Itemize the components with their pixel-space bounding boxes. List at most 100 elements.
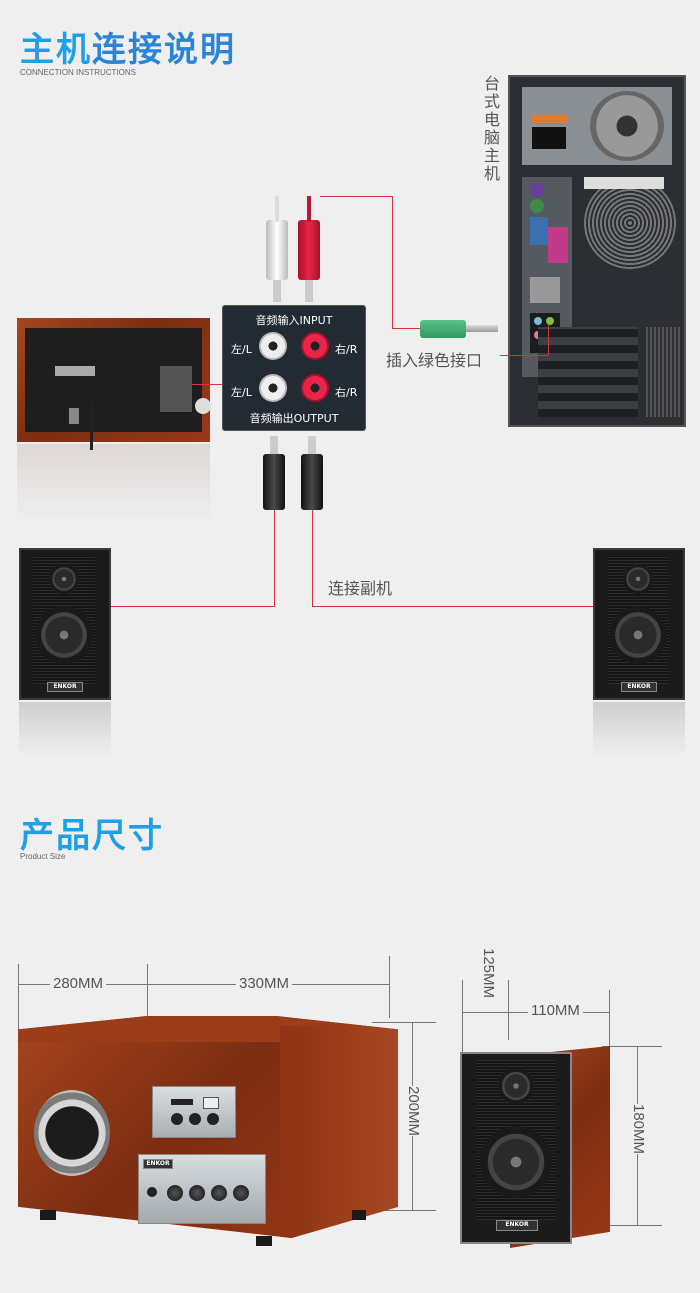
small-knob-1	[171, 1113, 183, 1125]
control-knob-4	[233, 1185, 249, 1201]
satellite-front-brand: ENKOR	[496, 1220, 538, 1231]
dim-sub-tick-right	[389, 956, 390, 1018]
dim-sub-h-bottom	[372, 1210, 436, 1211]
section1-title-a: 主机	[20, 30, 92, 70]
green-jack-tip	[466, 325, 498, 332]
rca-plug-white-tip	[273, 280, 281, 302]
section2-title: 产品尺寸	[20, 816, 164, 856]
rca-plug-red-tip	[305, 280, 313, 302]
slave-label: 连接副机	[328, 579, 393, 598]
pc-fan-mesh	[584, 177, 676, 269]
small-knob-3	[207, 1113, 219, 1125]
line-out-left-down	[274, 510, 275, 606]
subwoofer-port-ring	[34, 1090, 110, 1176]
pc-ps2-green	[530, 199, 544, 213]
pc-power-socket	[532, 127, 566, 149]
line-rca-down	[392, 196, 393, 328]
panel-left1: 左/L	[231, 343, 252, 356]
dim-sub-height: 200MM	[402, 1086, 425, 1137]
subwoofer-back-panel	[25, 328, 202, 432]
satellite-right-tweeter	[623, 564, 653, 594]
panel-right2: 右/R	[335, 386, 358, 399]
line-out-right-down	[312, 510, 313, 606]
dim-sat-width-line	[462, 1012, 508, 1013]
satellite-left-woofer	[35, 606, 93, 664]
pc-usb-ports	[530, 277, 560, 303]
line-out-right	[312, 606, 594, 607]
green-port-label: 插入绿色接口	[386, 351, 483, 370]
dim-sat-tick-mid	[508, 980, 509, 1040]
dim-sat-depth: 110MM	[528, 1002, 583, 1019]
rca-plug-white	[266, 220, 288, 280]
dim-sub-tick-mid	[147, 964, 148, 1016]
audio-io-panel: 音频输入INPUT 左/L 右/R 左/L 右/R 音频输出OUTPUT	[222, 305, 366, 431]
line-panel-to-sub	[192, 384, 224, 385]
headphone-jack	[147, 1187, 157, 1197]
satellite-left-brand: ENKOR	[47, 682, 83, 692]
panel-jack-red-in	[301, 332, 329, 360]
subwoofer-power-cord	[90, 402, 93, 450]
pc-parallel-port	[548, 227, 568, 263]
panel-jack-white-in	[259, 332, 287, 360]
line-pc-audio	[548, 325, 549, 355]
satellite-right-woofer	[609, 606, 667, 664]
subwoofer-back-image	[17, 318, 211, 442]
pc-ps2-purple	[530, 183, 544, 197]
satellite-left-reflection	[19, 702, 111, 758]
line-out-left	[110, 606, 275, 607]
dim-sub-width: 280MM	[50, 975, 107, 992]
pc-fan-top	[590, 91, 664, 161]
pc-label-sticker	[584, 177, 664, 189]
line-green-to-pc	[500, 355, 548, 356]
section1-title-b: 连接说明	[92, 30, 236, 70]
subwoofer-foot-2	[256, 1236, 272, 1246]
pc-vent-grid	[646, 327, 680, 417]
satellite-front-tweeter	[498, 1068, 534, 1104]
control-panel-brand: ENKOR	[143, 1159, 173, 1169]
dim-sat-h-bottom	[574, 1225, 662, 1226]
subwoofer-power-switch	[69, 408, 79, 424]
dim-sub-tick-left	[18, 964, 19, 1032]
section1-subtitle: CONNECTION INSTRUCTIONS	[20, 68, 136, 77]
satellite-front-image: ENKOR	[460, 1052, 572, 1244]
satellite-right-reflection	[593, 702, 685, 758]
pc-label: 台式电脑主机	[481, 75, 500, 183]
panel-jack-white-out	[259, 374, 287, 402]
pc-serial-port	[530, 217, 548, 245]
section2-subtitle: Product Size	[20, 852, 66, 861]
panel-left2: 左/L	[231, 386, 252, 399]
satellite-right-brand: ENKOR	[621, 682, 657, 692]
subwoofer-usb-panel	[152, 1086, 236, 1138]
satellite-front-woofer	[480, 1126, 552, 1198]
rca-plug-red	[298, 220, 320, 280]
green-jack-plug	[420, 320, 466, 338]
dim-sub-h-top	[372, 1022, 436, 1023]
sd-slot	[171, 1099, 193, 1105]
line-rca-top	[320, 196, 392, 197]
pc-expansion-slots	[538, 327, 638, 417]
dim-sat-tick-right	[609, 990, 610, 1046]
dim-sat-width: 125MM	[477, 948, 500, 999]
rca-cable-red	[307, 196, 311, 222]
pc-tower-image	[508, 75, 686, 427]
panel-input-title: 音频输入INPUT	[255, 314, 333, 327]
small-knob-2	[189, 1113, 201, 1125]
subwoofer-reflection	[17, 444, 210, 524]
control-knob-3	[211, 1185, 227, 1201]
rca-plug-black-right-tip	[308, 436, 316, 456]
rca-cable-white	[275, 196, 279, 222]
subwoofer-side	[280, 1026, 398, 1238]
dim-sat-h-top	[602, 1046, 662, 1047]
satellite-left-tweeter	[49, 564, 79, 594]
control-knob-1	[167, 1185, 183, 1201]
rca-plug-black-left	[263, 454, 285, 510]
subwoofer-foot-3	[352, 1210, 366, 1220]
control-knob-2	[189, 1185, 205, 1201]
line-to-green-plug	[392, 328, 422, 329]
subwoofer-knob	[195, 398, 211, 414]
dim-sat-tick-left	[462, 980, 463, 1060]
panel-right1: 右/R	[335, 343, 358, 356]
panel-output-title: 音频输出OUTPUT	[249, 412, 339, 425]
subwoofer-foot-1	[40, 1210, 56, 1220]
rca-plug-black-right	[301, 454, 323, 510]
